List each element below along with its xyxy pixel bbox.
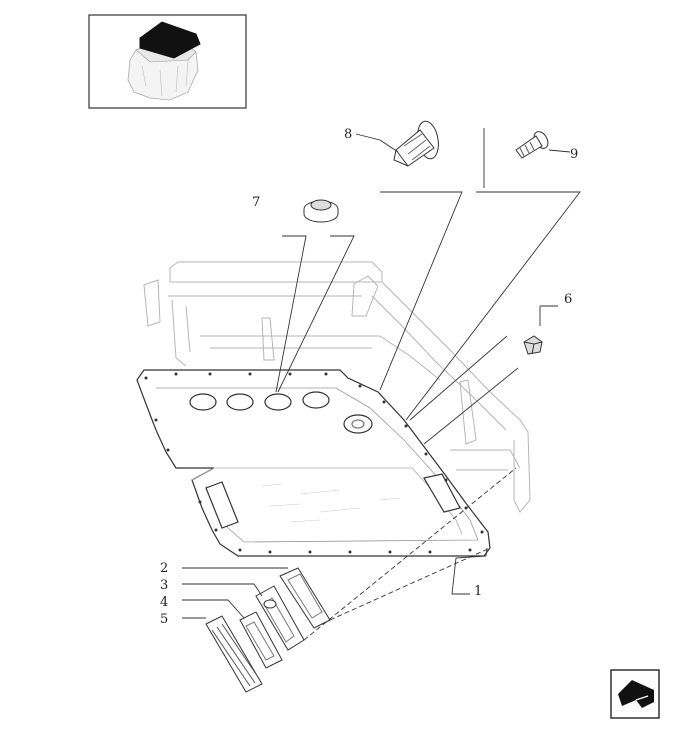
headliner-panel — [136, 369, 491, 557]
next-page-button[interactable] — [610, 669, 660, 719]
speaker-hole-3 — [264, 393, 292, 411]
leader-lines — [182, 128, 581, 619]
assembly-dash-lines — [303, 467, 517, 641]
callout-1: 1 — [474, 584, 482, 599]
callout-9: 9 — [570, 147, 578, 162]
part-8-clip — [393, 120, 439, 167]
callout-5: 5 — [160, 612, 168, 627]
access-opening-left — [205, 481, 239, 529]
dome-light-opening — [343, 414, 373, 434]
speaker-hole-4 — [302, 391, 330, 409]
cab-locator-thumbnail — [88, 14, 247, 109]
part-7-grommet — [303, 199, 339, 223]
part-9-screw — [515, 131, 549, 159]
callout-8: 8 — [344, 127, 352, 142]
cab-roof-locator-icon — [127, 21, 201, 101]
callout-6: 6 — [564, 292, 572, 307]
callout-4: 4 — [160, 595, 168, 610]
part-6-retainer-clip — [523, 335, 543, 355]
callout-3: 3 — [160, 578, 168, 593]
part-4-frame — [239, 611, 283, 669]
next-page-arrow-icon — [618, 680, 654, 708]
access-opening-right — [423, 473, 461, 513]
callout-7: 7 — [252, 195, 260, 210]
rim-fastener-holes — [144, 372, 484, 554]
parts-2-5-seal-stack — [205, 567, 331, 693]
callout-2: 2 — [160, 561, 168, 576]
speaker-hole-2 — [226, 393, 254, 411]
speaker-hole-1 — [189, 393, 217, 411]
